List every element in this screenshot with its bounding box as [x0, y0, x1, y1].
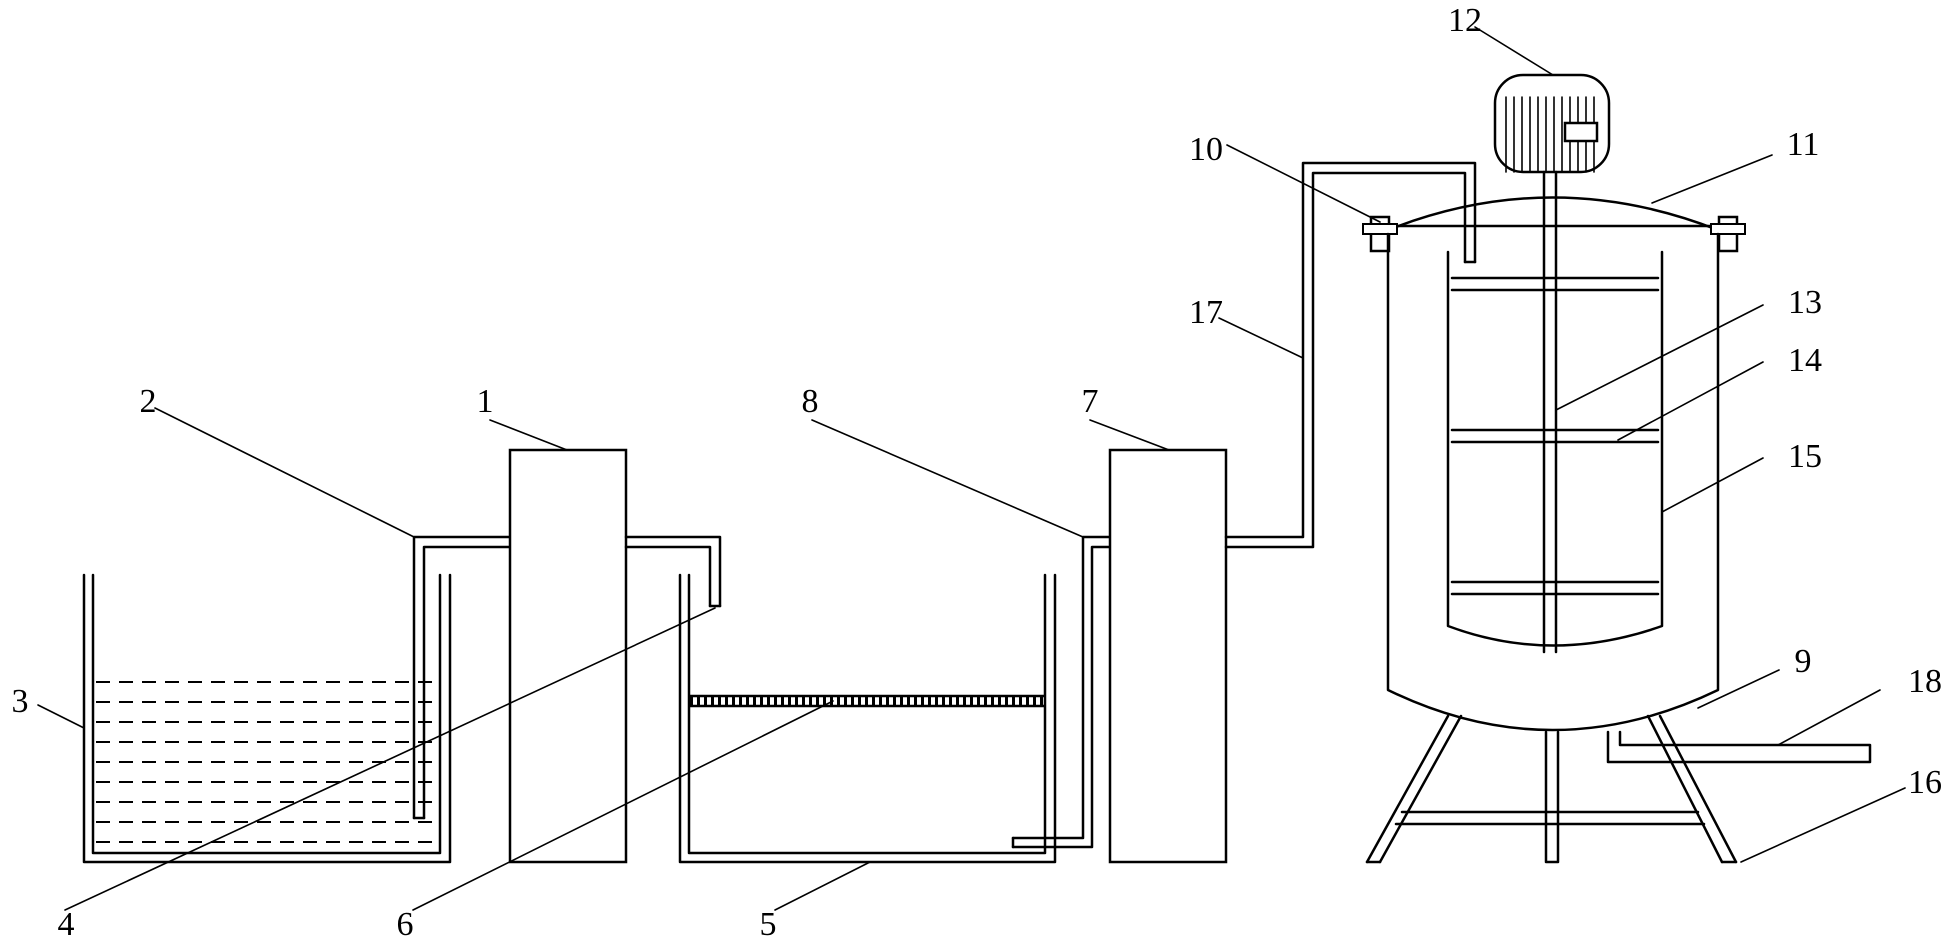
label-11: 11 [1787, 126, 1820, 163]
label-12: 12 [1448, 2, 1482, 39]
label-9: 9 [1795, 643, 1812, 680]
column-1 [508, 448, 628, 864]
pipe-8 [1011, 535, 1112, 849]
motor-12 [1493, 73, 1611, 174]
label-8: 8 [802, 383, 819, 420]
pipe-4 [624, 535, 722, 608]
middle-tank [678, 573, 1057, 864]
pipe-2 [412, 535, 512, 820]
stand-16 [1365, 714, 1738, 864]
label-15: 15 [1788, 438, 1822, 475]
outlet-pipe-18 [1606, 730, 1872, 764]
label-1: 1 [477, 383, 494, 420]
column-7 [1108, 448, 1228, 864]
stirrer-blades-14 [1450, 276, 1660, 596]
filter-screen-6 [688, 694, 1046, 708]
stirrer-shaft-13 [1542, 170, 1558, 654]
label-10: 10 [1189, 131, 1223, 168]
label-13: 13 [1788, 284, 1822, 321]
lid-11 [1379, 196, 1727, 232]
leader-lines [37, 26, 1906, 911]
label-16: 16 [1908, 764, 1942, 801]
flange-bolt-right [1710, 215, 1746, 253]
pipe-17 [1224, 161, 1477, 549]
label-17: 17 [1189, 294, 1223, 331]
label-14: 14 [1788, 342, 1822, 379]
label-4: 4 [58, 906, 75, 943]
label-18: 18 [1908, 663, 1942, 700]
label-2: 2 [140, 383, 157, 420]
label-7: 7 [1082, 383, 1099, 420]
reaction-vessel [1386, 232, 1720, 732]
label-5: 5 [760, 906, 777, 943]
label-3: 3 [12, 683, 29, 720]
left-tank [82, 573, 452, 864]
label-6: 6 [397, 906, 414, 943]
